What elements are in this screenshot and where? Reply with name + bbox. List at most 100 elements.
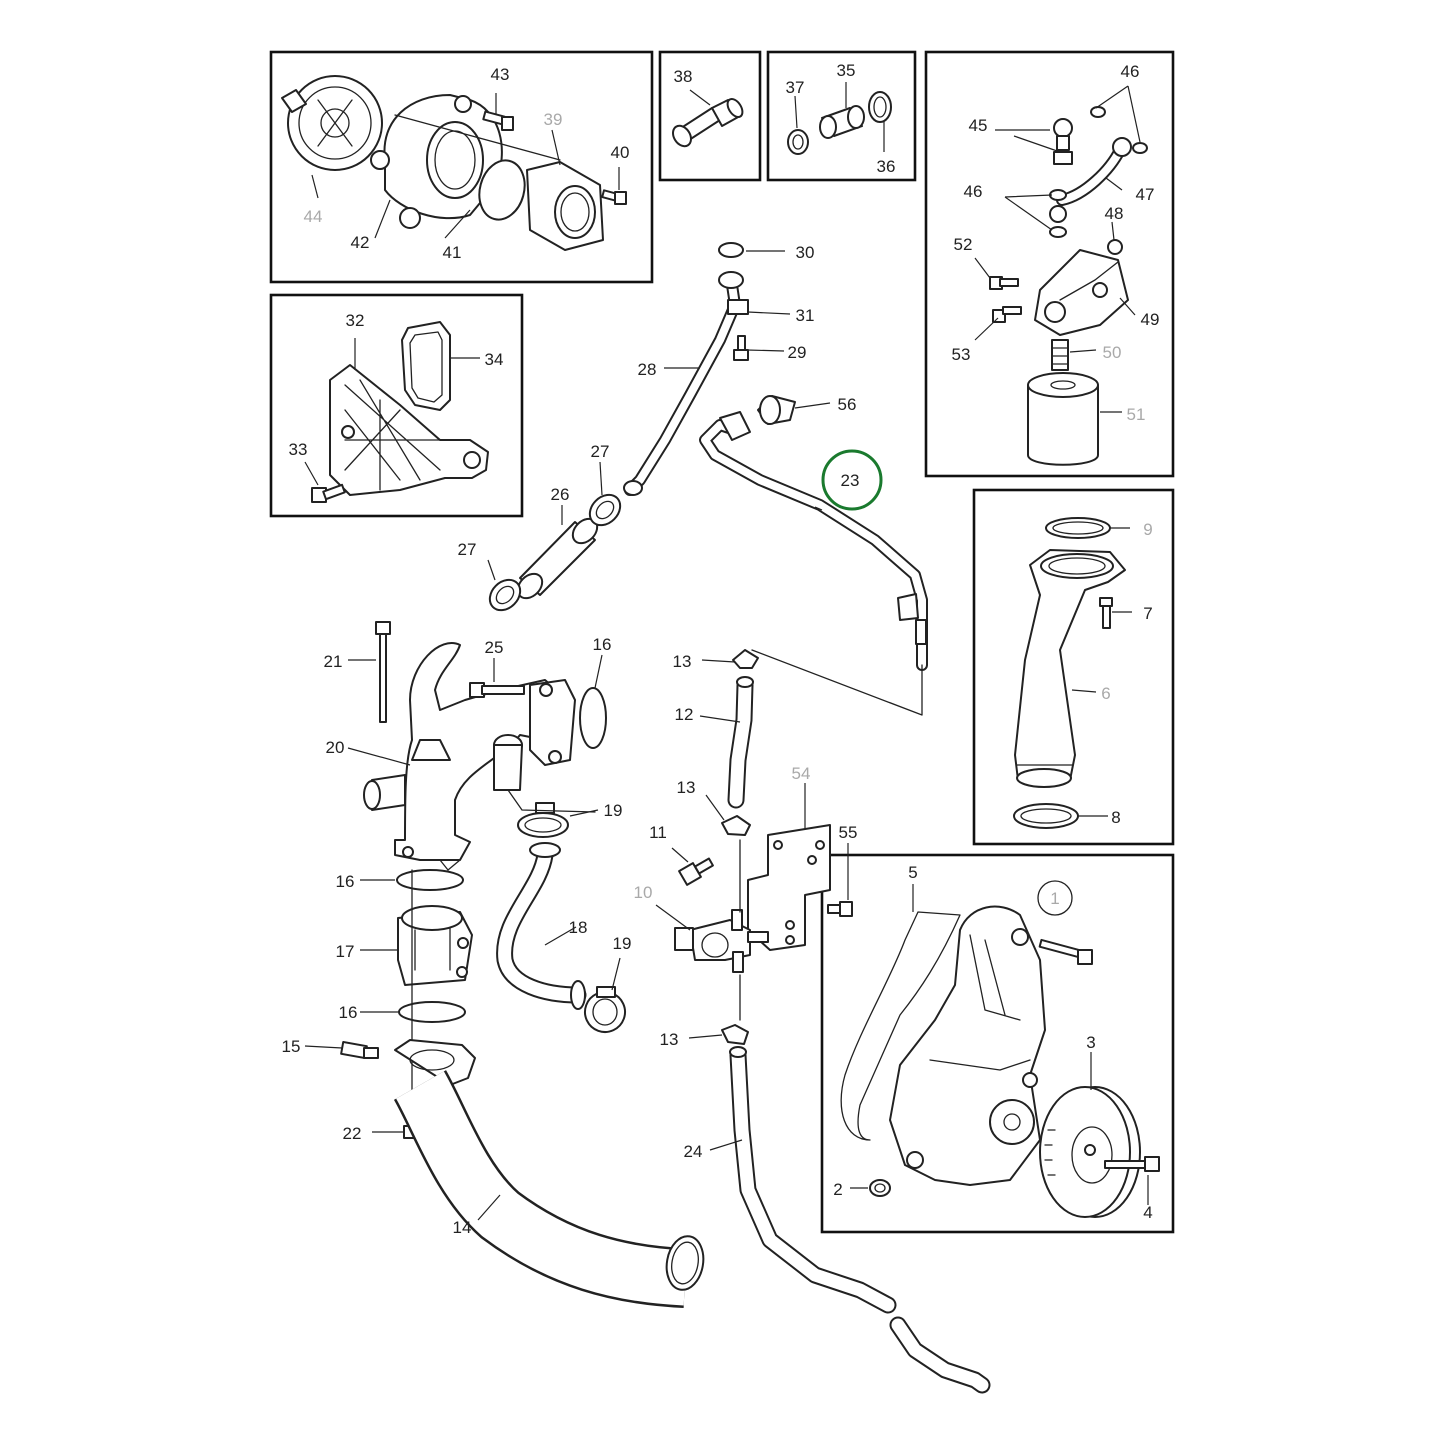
label-51: 51 (1127, 405, 1146, 424)
outlet-pipe-6 (1014, 549, 1126, 788)
water-pump-inset (820, 853, 1175, 1234)
label-7: 7 (1143, 604, 1152, 623)
pump-gasket-5 (840, 911, 961, 1141)
thermostat-cover-44 (281, 75, 383, 171)
bolt-29 (733, 335, 749, 361)
o-ring-16-upper (396, 869, 464, 891)
filter-head-49 (1034, 249, 1129, 336)
bolt-7 (1099, 597, 1113, 629)
label-55: 55 (839, 823, 858, 842)
bolt-40 (601, 189, 627, 205)
bolt-53 (992, 306, 1022, 323)
oil-filter-51 (1027, 372, 1099, 466)
seal-2 (869, 1179, 891, 1197)
label-8: 8 (1111, 808, 1120, 827)
label-12: 12 (675, 705, 694, 724)
hose-clamp-27-upper (588, 493, 622, 527)
sensor-15 (340, 1041, 379, 1059)
hose-clamp-13-a (732, 649, 759, 669)
label-5: 5 (908, 863, 917, 882)
thermostat-housing-20 (363, 642, 576, 871)
label-42: 42 (351, 233, 370, 252)
label-20: 20 (326, 738, 345, 757)
hose-18 (496, 842, 587, 1010)
bolt-25 (469, 682, 525, 698)
hose-24 (729, 1046, 991, 1394)
label-18: 18 (569, 918, 588, 937)
label-43: 43 (491, 65, 510, 84)
bolt-43 (482, 110, 514, 131)
bolt-4 (1104, 1156, 1160, 1172)
hose-clamp-13-b (721, 815, 751, 836)
label-45: 45 (969, 116, 988, 135)
label-30: 30 (796, 243, 815, 262)
banjo-bolt-45 (1053, 118, 1073, 165)
pump-bolt-1 (1038, 938, 1093, 965)
hose-12 (727, 676, 754, 809)
thermostat-housing-inset (269, 50, 654, 284)
label-11: 11 (649, 823, 667, 842)
fitting-35-inset (766, 50, 917, 182)
label-1: 1 (1050, 889, 1059, 908)
lower-hose-14 (393, 1039, 705, 1308)
label-46-top: 46 (1121, 62, 1140, 81)
engine-bracket-32 (329, 364, 489, 496)
adapter-35 (819, 105, 865, 139)
washers-46 (1049, 106, 1148, 238)
label-10: 10 (634, 883, 653, 902)
label-3: 3 (1086, 1033, 1095, 1052)
label-21: 21 (324, 652, 343, 671)
label-44: 44 (304, 207, 323, 226)
label-16-upper: 16 (336, 872, 355, 891)
label-9: 9 (1143, 520, 1152, 539)
label-13-a: 13 (673, 652, 692, 671)
valve-10 (674, 909, 769, 973)
label-14: 14 (453, 1218, 472, 1237)
hose-clamp-19-upper (517, 802, 569, 838)
label-56: 56 (838, 395, 857, 414)
label-19-upper: 19 (604, 801, 623, 820)
label-4: 4 (1143, 1203, 1152, 1222)
o-ring-9 (1045, 517, 1111, 539)
fitting-38-inset (658, 50, 762, 182)
coolant-pipe-28 (623, 271, 749, 496)
label-29: 29 (788, 343, 807, 362)
bolt-52 (989, 276, 1019, 290)
label-13-c: 13 (660, 1030, 679, 1049)
label-22: 22 (343, 1124, 362, 1143)
thermostat-housing-42 (370, 94, 503, 229)
label-37: 37 (786, 78, 805, 97)
label-16-lower: 16 (339, 1003, 358, 1022)
label-38: 38 (674, 67, 693, 86)
label-15: 15 (282, 1037, 301, 1056)
label-19-lower: 19 (613, 934, 632, 953)
label-41: 41 (443, 243, 462, 262)
bolt-11 (678, 857, 714, 886)
label-2: 2 (833, 1180, 842, 1199)
label-13-b: 13 (677, 778, 696, 797)
label-27-lower: 27 (458, 540, 477, 559)
label-50: 50 (1103, 343, 1122, 362)
oil-filter-inset (924, 50, 1175, 478)
label-47: 47 (1136, 185, 1155, 204)
label-40: 40 (611, 143, 630, 162)
pulley-3 (1039, 1086, 1141, 1218)
label-26: 26 (551, 485, 570, 504)
label-53: 53 (952, 345, 971, 364)
oil-line-47 (1056, 137, 1132, 206)
label-36: 36 (877, 157, 896, 176)
label-16-top: 16 (593, 635, 612, 654)
label-34: 34 (485, 350, 504, 369)
label-31: 31 (796, 306, 815, 325)
adapter-fitting-38 (672, 97, 744, 148)
outlet-pipe-inset (972, 488, 1175, 846)
label-23: 23 (841, 471, 860, 490)
fitting-56 (757, 395, 796, 425)
hose-26 (516, 517, 599, 600)
label-25: 25 (485, 638, 504, 657)
o-ring-16-top (579, 687, 607, 749)
label-48: 48 (1105, 204, 1124, 223)
label-27-upper: 27 (591, 442, 610, 461)
water-pump-body (889, 905, 1046, 1186)
